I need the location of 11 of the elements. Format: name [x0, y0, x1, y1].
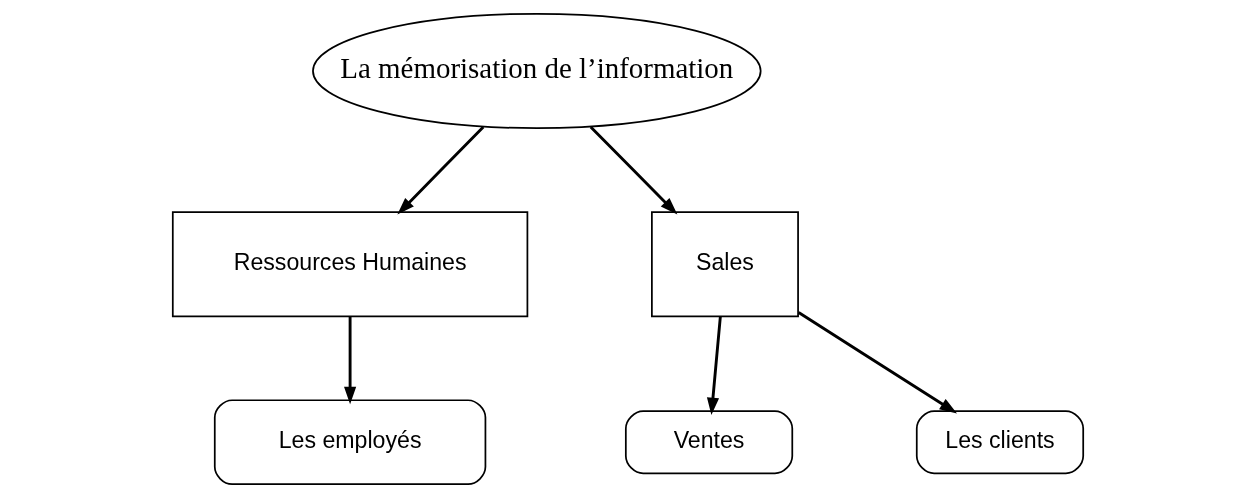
node-box: Ventes	[624, 410, 794, 475]
node-box: Ressources Humaines	[171, 211, 529, 318]
arrow	[344, 316, 357, 405]
arrow	[397, 125, 485, 215]
arrow	[797, 311, 957, 414]
node-box: Sales	[651, 211, 799, 318]
node-box: Les clients	[915, 410, 1085, 475]
node-box: Les employés	[213, 399, 487, 486]
node-ellipse: La mémorisation de l’information	[312, 12, 762, 129]
arrow	[706, 316, 722, 416]
arrow	[589, 125, 678, 215]
